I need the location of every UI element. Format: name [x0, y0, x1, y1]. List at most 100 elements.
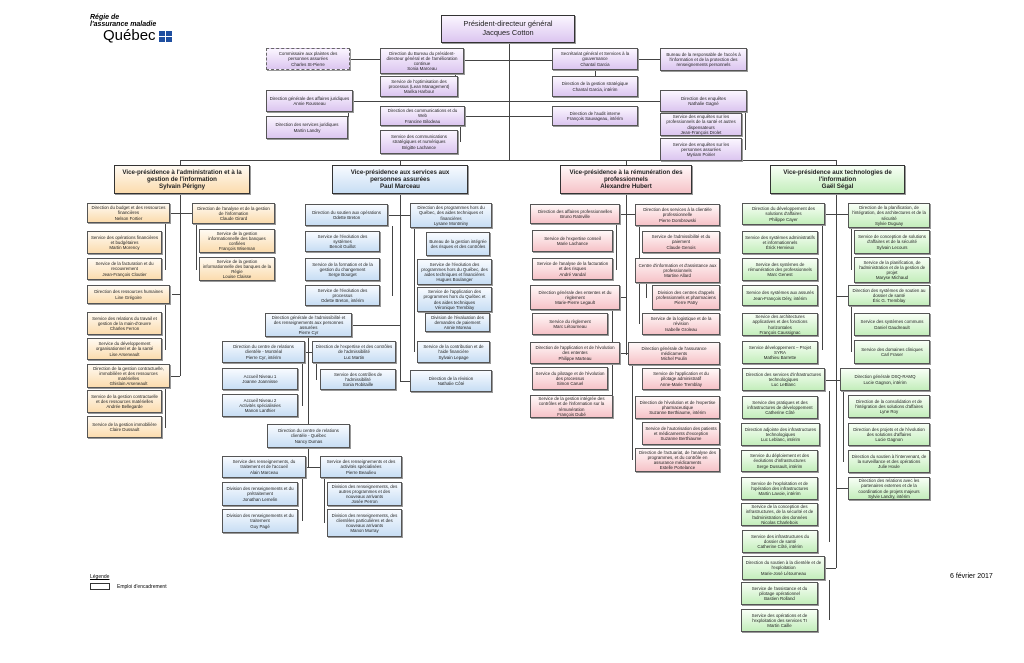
legend-title: Légende: [90, 574, 110, 580]
connector-line: [626, 160, 627, 165]
unit-title: Direction de l'évolution et de l'experti…: [639, 399, 716, 410]
org-unit-conception-solutions: Service de conception de solutions d'aff…: [854, 230, 930, 254]
connector-line: [460, 126, 461, 142]
connector-line: [353, 101, 660, 102]
unit-manager: Martin Caille: [767, 623, 792, 629]
connector-line: [638, 59, 660, 60]
unit-title: Service des renseignements, du traitemen…: [232, 459, 296, 470]
unit-manager: Philippe Marteau: [558, 355, 592, 361]
unit-manager: Charles Ferron: [109, 326, 140, 332]
unit-manager: Daniel Gaudreault: [874, 324, 910, 330]
org-unit-centres-appels: Division des centres d'appels profession…: [652, 285, 720, 310]
unit-manager: Martin Landry: [293, 127, 321, 133]
unit-manager: Maryse Michaud: [875, 275, 909, 281]
org-unit-autorisation: Service de l'autorisation des patients e…: [642, 422, 720, 445]
unit-manager: Lyne Roy: [879, 409, 899, 415]
unit-manager: Érick Hervieux: [765, 245, 795, 251]
unit-manager: Bruno Ratnville: [560, 214, 590, 219]
connector-line: [400, 160, 401, 165]
unit-manager: Nathalie Gagné: [688, 101, 719, 106]
unit-title: Service de la logistique et de la révisi…: [650, 316, 712, 327]
unit-manager: Brigitte Lachance: [402, 144, 436, 150]
unit-manager: Nathalie Côté: [437, 381, 465, 386]
unit-title: Service de la gestion informationnelle d…: [202, 258, 272, 274]
unit-manager: François Sauvageau, intérim: [567, 116, 623, 121]
unit-title: Service de la facturation et du recouvre…: [95, 261, 154, 272]
unit-manager: Éric G. Tremblay: [872, 298, 906, 304]
connector-line: [745, 112, 746, 150]
unit-title: Service de l'application et du pilotage …: [653, 371, 709, 382]
org-unit-renseignements-traitement: Service des renseignements, du traitemen…: [222, 456, 306, 478]
connector-line: [172, 294, 180, 295]
unit-title: Vice-présidence aux services aux personn…: [350, 168, 450, 183]
legend: Légende Emploi d'encadrement: [90, 574, 167, 590]
unit-manager: Sonia Robitaille: [342, 382, 374, 388]
unit-manager: Estelle Portelance: [659, 465, 696, 471]
unit-title: Accueil Niveau 1: [243, 373, 277, 379]
unit-title: Direction des services d'infrastructures…: [745, 371, 822, 382]
unit-title: Service du pilotage et de l'évolution de…: [535, 370, 605, 381]
org-unit-banques-confiees: Service de la gestion informationnelle d…: [199, 229, 275, 253]
unit-manager: Philippe Cayer: [769, 216, 798, 222]
org-unit-assistance: Service de l'assistance et du pilotage o…: [741, 582, 818, 605]
unit-title: Service de l'évolution des systèmes: [317, 233, 368, 244]
legend-swatch-management: [90, 583, 110, 590]
unit-manager: Alain Marceau: [249, 469, 279, 475]
org-unit-dev-solutions: Direction du développement des solutions…: [742, 203, 825, 225]
unit-title: Direction de l'actuariat, de l'analyse d…: [638, 449, 717, 465]
unit-manager: Julie Houle: [878, 464, 900, 470]
unit-title: Direction du soutien à l'intervenant, de…: [851, 453, 927, 464]
connector-line: [646, 283, 647, 298]
unit-manager: Jacques Cotton: [482, 28, 534, 37]
unit-manager: Marika Harbour: [403, 89, 435, 95]
unit-manager: Sylvain Périgny: [158, 183, 206, 191]
connector-line: [180, 213, 192, 214]
unit-title: Service de l'admissibilité et du paiemen…: [651, 234, 711, 245]
org-unit-evol-programmes: Service de l'évolution des programmes ho…: [417, 259, 492, 285]
org-unit-operations-fin: Service des opérations financières et bu…: [87, 231, 162, 254]
unit-manager: Sylvie Duguay: [874, 220, 904, 226]
unit-title: Vice-présidence aux technologies de l'in…: [783, 168, 892, 183]
unit-manager: Pierre Patry: [674, 300, 698, 306]
org-unit-analyse-facturation: Service de l'analyse de la facturation e…: [532, 258, 613, 280]
unit-title: Direction des relations avec les partena…: [858, 478, 920, 494]
unit-manager: Claude Girard: [219, 216, 248, 222]
org-unit-architectures: Service des architectures applicatives e…: [742, 313, 818, 336]
connector-line: [308, 337, 309, 436]
unit-manager: Francine Bilodeau: [404, 118, 441, 124]
unit-title: Centre d'information et d'assistance aux…: [638, 262, 717, 273]
org-unit-clientele-pro: Direction des services à la clientèle pr…: [635, 204, 720, 226]
org-unit-exploitation: Service de l'exploitation et de l'opérat…: [741, 477, 818, 500]
connector-line: [465, 116, 552, 117]
org-unit-expertise-pharma: Direction de l'évolution et de l'experti…: [635, 396, 720, 419]
unit-title: Service du développement organisationnel…: [95, 341, 154, 352]
org-unit-banques-regie: Service de la gestion informationnelle d…: [199, 257, 275, 281]
unit-title: Direction de l'analyse et de la gestion …: [197, 205, 270, 216]
org-unit-crc-quebec: Direction du centre de relations clientè…: [267, 424, 350, 448]
unit-manager: Sylvie Landry, intérim: [868, 493, 910, 499]
unit-title: Service des systèmes communs: [860, 319, 924, 325]
unit-title: Division de l'évaluation des demandes de…: [431, 314, 484, 325]
connector-line: [851, 306, 852, 352]
unit-manager: Guy Pagé: [250, 523, 270, 529]
unit-title: Direction des affaires professionnelles: [537, 208, 613, 214]
connector-line: [616, 224, 617, 270]
unit-title: Direction du soutien à la clientèle et d…: [745, 560, 822, 571]
unit-manager: Paul Marceau: [380, 183, 420, 191]
unit-manager: Serge Dussault, intérim: [756, 463, 803, 469]
connector-line: [350, 59, 380, 60]
unit-manager: Sonia Marceau: [407, 66, 437, 72]
org-unit-logistique: Service de la logistique et de la révisi…: [642, 313, 720, 335]
org-unit-commissaire: Commissaire aux plaintes des personnes a…: [266, 48, 350, 70]
connector-line: [626, 194, 627, 355]
unit-title: Service de la contribution et de l'aide …: [423, 344, 484, 355]
unit-manager: Lucie Gagnon: [875, 437, 903, 443]
unit-manager: Sylvain Lepage: [438, 354, 469, 360]
quebec-flag-icon: [158, 30, 172, 42]
unit-title: Service de l'exploitation et de l'opérat…: [750, 480, 809, 491]
unit-title: Direction générale DSQ-RAMQ: [854, 374, 916, 380]
connector-line: [348, 112, 349, 127]
